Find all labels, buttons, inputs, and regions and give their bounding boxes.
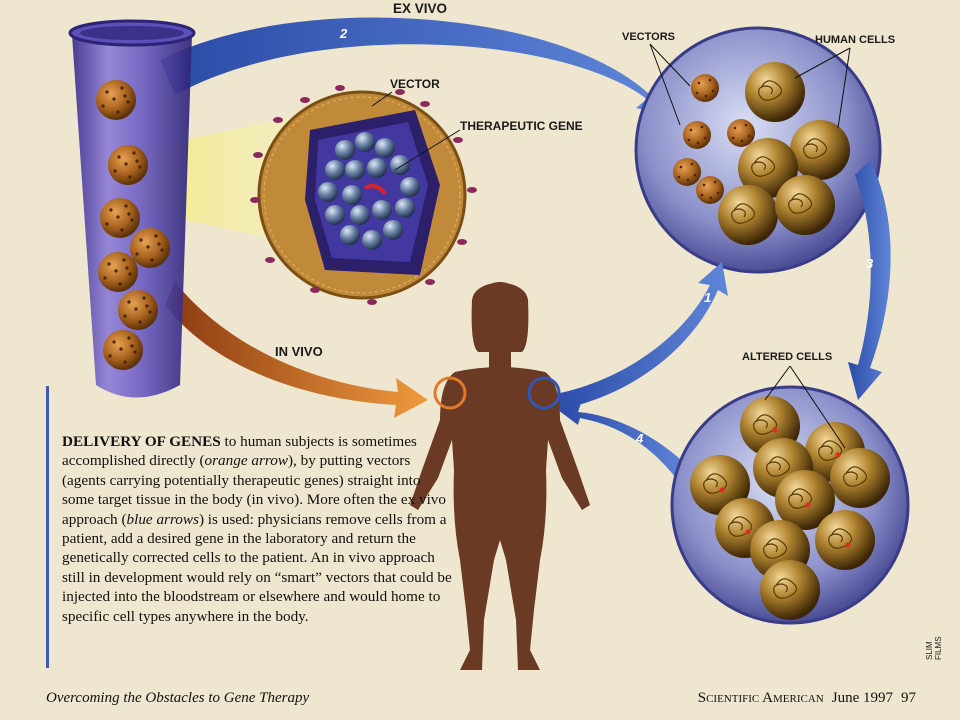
in-vivo-injection-site bbox=[433, 376, 467, 410]
issue-date: June 1997 bbox=[831, 690, 893, 706]
art-credit: SLIM FILMS bbox=[925, 636, 943, 660]
caption-text-1: to human subjects is sometimes accomplis… bbox=[62, 433, 417, 470]
in-vivo-arrow bbox=[165, 282, 428, 418]
patient-silhouette bbox=[410, 282, 590, 670]
arrow-3-number: 3 bbox=[866, 256, 874, 271]
arrow-1 bbox=[550, 262, 728, 410]
arrow-4-number: 4 bbox=[635, 431, 644, 446]
human-cells-label: HUMAN CELLS bbox=[815, 34, 895, 46]
page-number: 97 bbox=[901, 690, 916, 706]
caption-lead: DELIVERY OF GENES bbox=[62, 433, 221, 450]
figure-caption: DELIVERY OF GENES to human subjects is s… bbox=[62, 432, 454, 626]
vector-label: VECTOR bbox=[390, 77, 440, 91]
article-title: Overcoming the Obstacles to Gene Therapy bbox=[46, 690, 310, 706]
caption-italic-1: orange arrow bbox=[204, 452, 288, 470]
caption-text-3: ) is used: physicians remove cells from … bbox=[62, 510, 452, 625]
ex-vivo-label: EX VIVO bbox=[393, 1, 447, 16]
in-vivo-label: IN VIVO bbox=[275, 344, 323, 359]
ex-vivo-arrow bbox=[160, 17, 668, 115]
therapeutic-gene-label: THERAPEUTIC GENE bbox=[460, 119, 583, 133]
caption-italic-2: blue arrows bbox=[126, 510, 199, 528]
vectors-label: VECTORS bbox=[622, 31, 675, 43]
arrow-2-number: 2 bbox=[339, 26, 348, 41]
vector-cross-section bbox=[250, 85, 477, 305]
page-footer: Scientific American June 1997 97 bbox=[690, 690, 916, 707]
altered-cells-label: ALTERED CELLS bbox=[742, 351, 832, 363]
culture-dish-top bbox=[634, 26, 882, 274]
caption-text-2: ), by putting vectors (agents carrying p… bbox=[62, 452, 446, 528]
magazine-name: Scientific American bbox=[697, 690, 824, 706]
culture-dish-bottom bbox=[670, 385, 910, 625]
ex-vivo-site bbox=[527, 376, 561, 410]
arrow-3 bbox=[848, 160, 891, 400]
arrow-4 bbox=[558, 400, 690, 478]
arrow-1-number: 1 bbox=[704, 290, 711, 305]
caption-rule bbox=[46, 386, 49, 668]
